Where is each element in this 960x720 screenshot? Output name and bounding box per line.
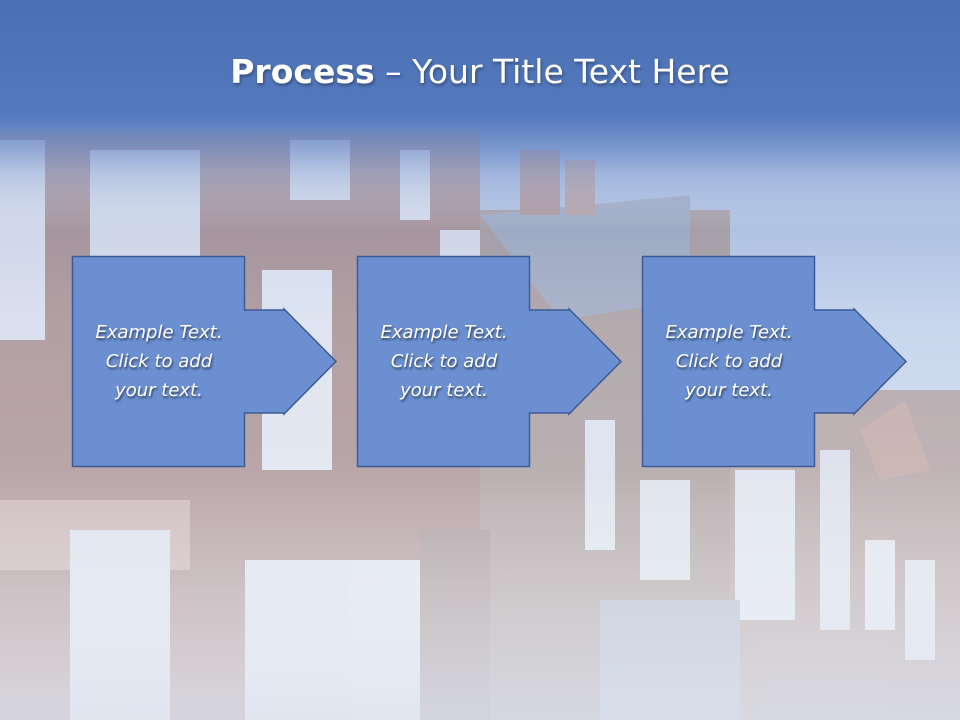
process-arrow-shape-3 xyxy=(641,255,908,468)
process-step-text-2[interactable]: Example Text. Click to add your text. xyxy=(380,321,508,401)
process-arrow-shape-2 xyxy=(356,255,623,468)
title-bold: Process xyxy=(230,52,375,91)
process-step-text-3[interactable]: Example Text. Click to add your text. xyxy=(665,321,793,401)
process-step-text-1[interactable]: Example Text. Click to add your text. xyxy=(95,321,223,401)
slide-title[interactable]: Process – Your Title Text Here xyxy=(0,52,960,91)
title-rest: – Your Title Text Here xyxy=(374,52,730,91)
process-arrow-shape-1 xyxy=(71,255,338,468)
